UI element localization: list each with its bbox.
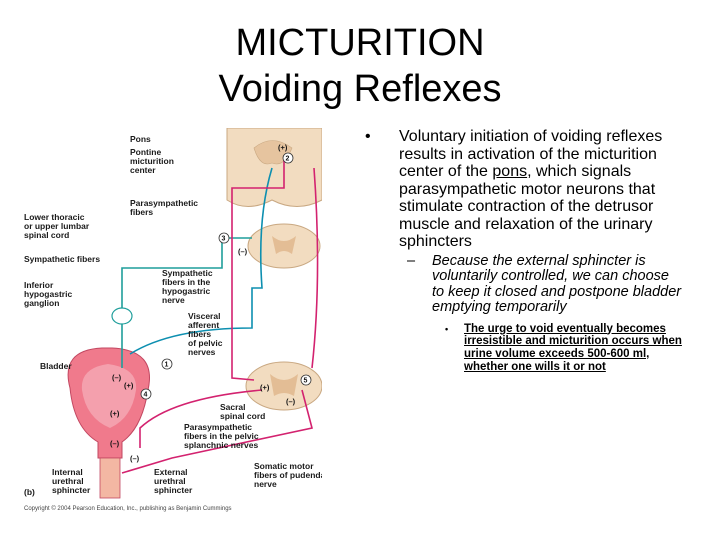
bullet-text-column: • Voluntary initiation of voiding reflex… [365,128,685,374]
label-inferior-hypogastric-3: ganglion [24,298,59,308]
bullet-level-2: – Because the external sphincter is volu… [365,252,685,316]
title-line-2: Voiding Reflexes [218,68,502,110]
label-internal-sphincter-3: sphincter [52,485,91,495]
label-visceral-4: of pelvic [188,338,223,348]
label-bladder: Bladder [40,361,72,371]
bullet-dot: • [365,128,371,145]
pudendal-path [121,389,313,474]
bullet-level-3: • The urge to void eventually becomes ir… [365,323,685,374]
label-pontine-2: micturition [130,156,174,166]
label-external-sphincter-3: sphincter [154,485,193,495]
thoracic-cord-section [247,223,321,269]
micturition-reflex-diagram: Pons Pontine micturition center Parasymp… [22,128,322,512]
label-pelvic-splanchnic-2: fibers in the pelvic [184,431,259,441]
parasympathetic-descending-path [231,158,285,381]
sign-minus-internal: (–) [110,439,120,448]
label-parasympathetic-1: Parasympathetic [130,198,198,208]
label-parasympathetic-2: fibers [130,207,153,217]
slide-title: MICTURITION Voiding Reflexes [180,20,540,112]
bladder-shape [67,347,150,499]
bullet-1-pons: pons [492,163,528,180]
reflex-diagram-svg: Pons Pontine micturition center Parasymp… [24,128,322,512]
callout-4: 4 [140,388,152,400]
bullet-small-dot: • [445,323,449,334]
callout-5: 5 [300,374,312,386]
label-external-sphincter-2: urethral [154,476,186,486]
label-symp-hypogastric-3: hypogastric [162,286,210,296]
label-visceral-5: nerves [188,347,216,357]
label-lower-thoracic-1: Lower thoracic [24,212,85,222]
callout-1: 1 [161,358,173,370]
label-internal-sphincter-1: Internal [52,467,83,477]
title-line-1: MICTURITION [235,22,485,64]
label-panel-b: (b) [24,487,35,497]
sign-plus-bladder: (+) [110,409,120,418]
label-symp-hypogastric-2: fibers in the [162,277,210,287]
label-lower-thoracic-3: spinal cord [24,230,69,240]
bullet-2-text: Because the external sphincter is volunt… [432,252,682,315]
callout-2: 2 [282,152,294,164]
label-pontine-1: Pontine [130,147,161,157]
pelvic-splanchnic-path [139,389,263,448]
label-lower-thoracic-2: or upper lumbar [24,221,90,231]
label-pelvic-splanchnic-1: Parasympathetic [184,422,252,432]
hypogastric-ganglion [111,307,133,325]
sign-minus-detrusor: (–) [112,373,122,382]
callout-3: 3 [218,232,230,244]
label-visceral-2: afferent [188,320,219,330]
label-visceral-3: fibers [188,329,211,339]
label-external-sphincter-1: External [154,467,188,477]
label-somatic-motor-1: Somatic motor [254,461,314,471]
bullet-1-text-after: , which signals parasympathetic motor ne… [399,163,656,250]
pons-section [226,128,322,207]
label-somatic-motor-3: nerve [254,479,277,489]
callout-5-number: 5 [304,378,308,385]
bullet-level-1: • Voluntary initiation of voiding reflex… [365,128,685,251]
label-sacral-1: Sacral [220,402,246,412]
bullet-1-text-before: Voluntary initiation of voiding reflexes… [399,128,663,180]
descending-motor-path [311,167,319,369]
sign-plus-pons: (+) [278,143,288,152]
callout-3-number: 3 [222,236,226,243]
bullet-dash: – [407,252,416,269]
sign-plus-sacral: (+) [260,383,270,392]
label-inferior-hypogastric-2: hypogastric [24,289,72,299]
callout-4-number: 4 [144,392,148,399]
label-copyright: Copyright © 2004 Pearson Education, Inc.… [24,505,232,512]
label-pelvic-splanchnic-3: splanchnic nerves [184,440,258,450]
sign-minus-thoracic: (–) [238,247,248,256]
callout-1-number: 1 [165,362,169,369]
label-symp-hypogastric-1: Sympathetic [162,268,213,278]
label-sympathetic-fibers: Sympathetic fibers [24,254,100,264]
label-somatic-motor-2: fibers of pudendal [254,470,322,480]
bullet-3-text: The urge to void eventually becomes irre… [464,322,682,373]
sign-minus-external: (–) [130,454,140,463]
sign-minus-sacral: (–) [286,397,296,406]
label-visceral-1: Visceral [188,311,220,321]
label-internal-sphincter-2: urethral [52,476,84,486]
label-sacral-2: spinal cord [220,411,265,421]
visceral-afferent-path [129,167,273,355]
label-pontine-3: center [130,165,156,175]
label-inferior-hypogastric-1: Inferior [24,280,54,290]
label-pons: Pons [130,134,151,144]
sacral-cord-section [245,361,322,411]
label-symp-hypogastric-4: nerve [162,295,185,305]
sign-plus-detrusor: (+) [124,381,134,390]
callout-2-number: 2 [286,156,290,163]
